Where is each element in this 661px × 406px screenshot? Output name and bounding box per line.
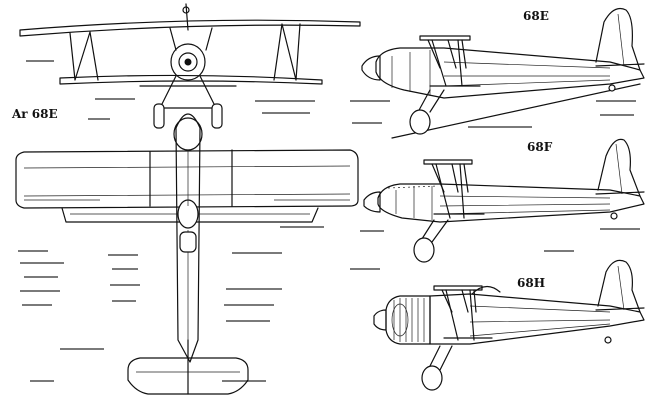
- background-noise: [18, 60, 640, 382]
- label-68f: 68F: [527, 140, 553, 154]
- side-view-68f: [363, 138, 645, 263]
- label-68e: 68E: [523, 9, 549, 23]
- side-view-68h: [373, 259, 645, 391]
- front-view: [19, 3, 361, 129]
- side-view-68e: [361, 7, 645, 139]
- plan-view: [15, 113, 359, 395]
- label-ar-68e: Ar 68E: [11, 107, 58, 121]
- label-68h: 68H: [517, 276, 545, 290]
